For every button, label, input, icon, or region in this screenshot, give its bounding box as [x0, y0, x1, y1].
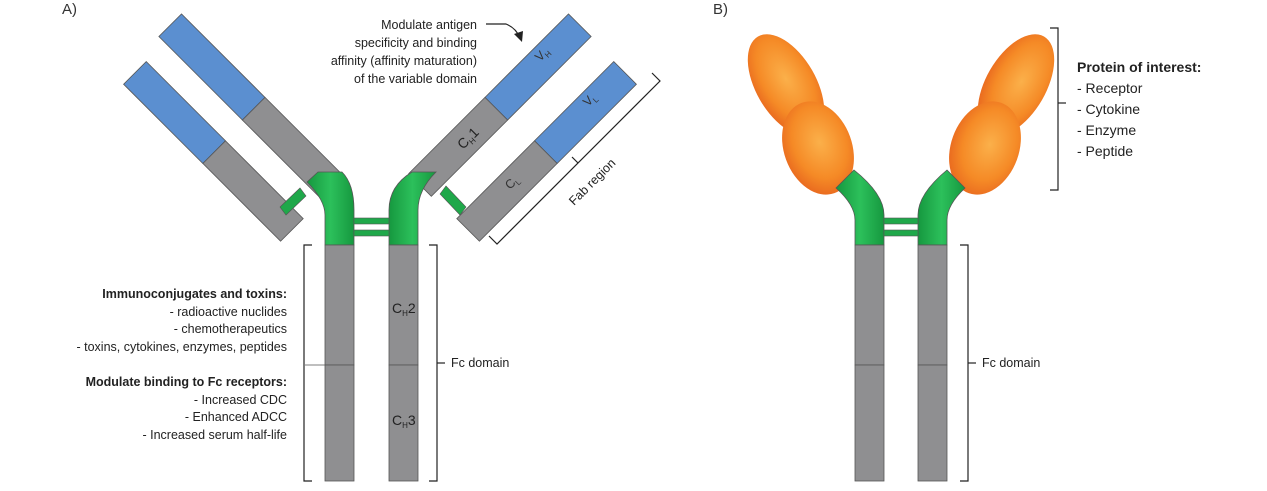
fc-receptor-item-1: - Increased CDC	[194, 393, 287, 407]
fc-receptor-heading: Modulate binding to Fc receptors:	[86, 375, 287, 389]
left-ch3	[324, 364, 355, 482]
variable-note-line-2: specificity and binding	[355, 36, 477, 50]
left-heavy-vh	[158, 13, 266, 121]
hinge-bridge-upper-b	[883, 217, 919, 225]
immunoconjugates-item-2: - chemotherapeutics	[174, 322, 287, 336]
variable-note-arrow	[486, 23, 521, 39]
panel-a-label: A)	[62, 1, 77, 18]
fusion-protein-b	[747, 34, 1055, 482]
left-light-variable	[123, 61, 226, 164]
hinge-bridge-lower-b	[883, 229, 919, 237]
right-protein-lower	[949, 101, 1021, 195]
variable-note-line-1: Modulate antigen	[381, 18, 477, 32]
fc-receptor-list: Modulate binding to Fc receptors: - Incr…	[86, 375, 287, 442]
fc-receptor-item-2: - Enhanced ADCC	[185, 410, 287, 424]
right-hinge-b	[917, 169, 966, 246]
antibody-a: VH VL CH1 CL CH2 CH3	[123, 13, 637, 482]
ch2-label: CH2	[392, 300, 416, 318]
left-hinge	[306, 171, 355, 246]
right-ch2-b	[917, 244, 948, 366]
protein-bracket	[1050, 27, 1066, 191]
right-ch3	[388, 364, 419, 482]
left-protein-lower	[782, 101, 854, 195]
panel-b-label: B)	[713, 1, 728, 18]
hinge-bridge-lower	[353, 229, 390, 237]
right-ch2	[388, 244, 419, 366]
left-ch2	[324, 244, 355, 366]
fc-domain-label-a: Fc domain	[451, 356, 509, 370]
hinge-bridge-upper	[353, 217, 390, 225]
right-light-variable	[534, 61, 637, 164]
variable-note-arrowhead	[514, 31, 523, 42]
fab-region-label: Fab region	[566, 156, 618, 208]
protein-item-1: - Receptor	[1077, 80, 1143, 96]
protein-of-interest-list: Protein of interest: - Receptor - Cytoki…	[1077, 59, 1201, 159]
fc-receptor-item-3: - Increased serum half-life	[142, 428, 287, 442]
fc-domain-label-b: Fc domain	[982, 356, 1040, 370]
right-ch3-b	[917, 364, 948, 482]
ch3-label: CH3	[392, 412, 416, 430]
protein-item-3: - Enzyme	[1077, 122, 1136, 138]
protein-heading: Protein of interest:	[1077, 59, 1201, 75]
variable-note-line-3: affinity (affinity maturation)	[331, 54, 477, 68]
immunoconjugates-list: Immunoconjugates and toxins: - radioacti…	[76, 287, 287, 354]
protein-item-4: - Peptide	[1077, 143, 1133, 159]
fc-bracket-b: Fc domain	[960, 244, 1040, 482]
immunoconjugates-heading: Immunoconjugates and toxins:	[102, 287, 287, 301]
fc-bracket-a: Fc domain	[429, 244, 509, 482]
left-hinge-b	[835, 169, 885, 246]
immunoconjugates-item-1: - radioactive nuclides	[170, 305, 287, 319]
variable-note: Modulate antigen specificity and binding…	[331, 18, 523, 86]
left-ch3-b	[854, 364, 885, 482]
left-disulfide-link	[279, 187, 307, 216]
modification-bracket	[303, 244, 312, 482]
variable-note-line-4: of the variable domain	[354, 72, 477, 86]
left-ch2-b	[854, 244, 885, 366]
protein-item-2: - Cytokine	[1077, 101, 1140, 117]
right-heavy-vh	[484, 13, 592, 121]
right-disulfide-link	[439, 185, 467, 216]
immunoconjugates-item-3: - toxins, cytokines, enzymes, peptides	[76, 340, 287, 354]
